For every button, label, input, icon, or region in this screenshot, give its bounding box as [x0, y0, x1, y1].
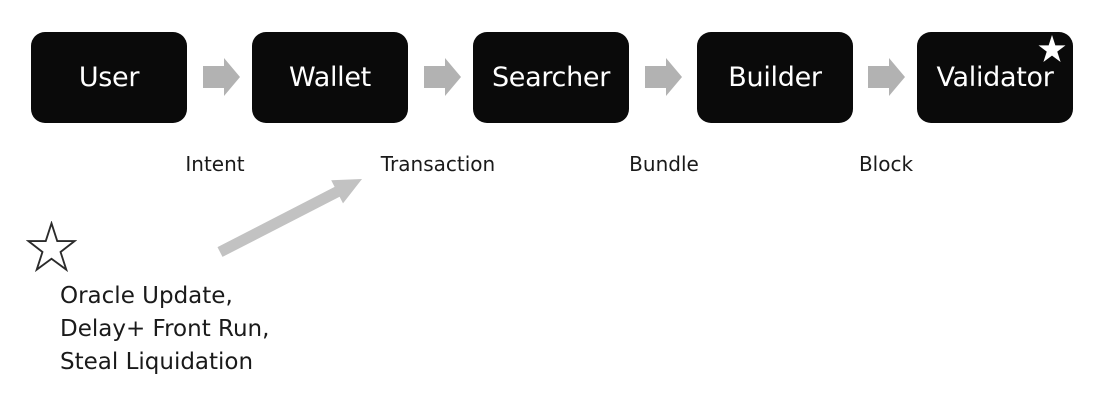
- annotation-line-1: Oracle Update,: [60, 283, 233, 309]
- edge-label-block: Block: [858, 152, 914, 176]
- node-user-label: User: [78, 62, 140, 93]
- validator-filled-star-icon: [1038, 35, 1066, 62]
- flow-arrow-icon: [645, 58, 682, 96]
- annotation-line-2: Delay+ Front Run,: [60, 316, 270, 342]
- edge-label-bundle: Bundle: [629, 152, 699, 176]
- flow-arrow-icon: [424, 58, 461, 96]
- flow-arrow-icon: [203, 58, 240, 96]
- node-builder-label: Builder: [728, 62, 822, 93]
- node-searcher: Searcher: [473, 32, 629, 123]
- annotation-text: Oracle Update, Delay+ Front Run, Steal L…: [60, 280, 269, 379]
- edge-label-intent: Intent: [185, 152, 245, 176]
- node-validator-label: Validator: [936, 62, 1054, 93]
- node-wallet-label: Wallet: [289, 62, 371, 93]
- annotation-outline-star-icon: [26, 221, 77, 272]
- node-searcher-label: Searcher: [491, 62, 611, 93]
- node-user: User: [31, 32, 187, 123]
- annotation-line-3: Steal Liquidation: [60, 349, 254, 375]
- node-builder: Builder: [697, 32, 853, 123]
- edge-label-transaction: Transaction: [380, 152, 496, 176]
- flow-arrow-icon: [868, 58, 905, 96]
- node-wallet: Wallet: [252, 32, 408, 123]
- node-validator: Validator: [917, 32, 1073, 123]
